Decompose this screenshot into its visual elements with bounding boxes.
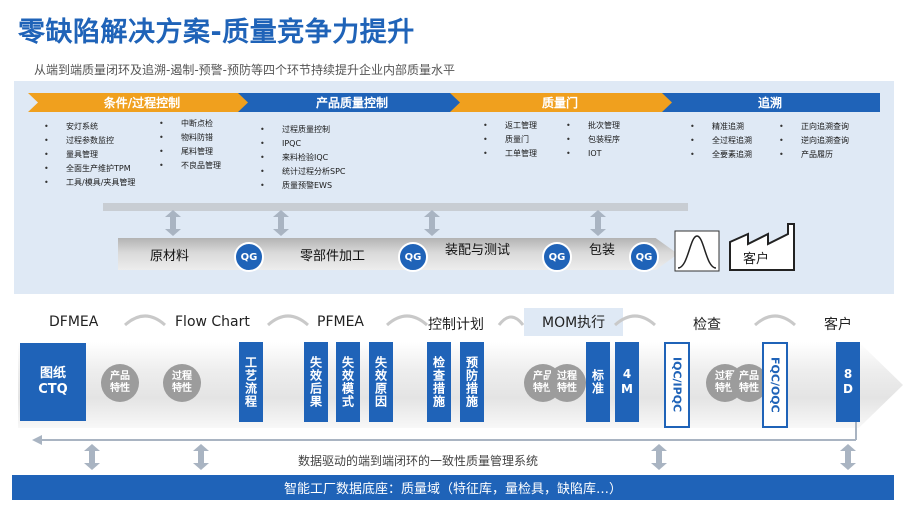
process-char-circle: 过程 特性 [163,364,201,402]
updown-arrow-icon [273,210,289,236]
step-part-machining: 零部件加工 [300,249,366,264]
list-trace-b: 正向追溯查询 逆向追溯查询 产品履历 [779,120,849,162]
step-assembly-test: 装配与测试 [445,243,511,258]
bell-curve-icon [674,230,720,272]
list-item: 批次管理 [566,119,620,133]
qg-badge: QG [234,242,264,272]
inspection-measure-box: 检查措施 [427,342,451,422]
cycle-arrow-icon [753,314,797,327]
qg-badge: QG [398,242,428,272]
cycle-arrow-icon [613,314,657,327]
step-raw-material: 原材料 [150,249,190,264]
list-item: 质量门 [483,133,537,147]
list-item: 统计过程分析SPC [260,165,345,179]
stage-inspection: 检查 [693,317,721,333]
stage-customer: 客户 [824,317,852,333]
cycle-arrow-icon [497,315,525,326]
list-item: 全面生产维护TPM [44,162,135,176]
list-item: 过程参数监控 [44,134,135,148]
drawing-ctq-box: 图纸 CTQ [20,343,86,421]
failure-cause-box: 失效原因 [369,342,393,422]
failure-result-box: 失效后果 [304,342,328,422]
updown-arrow-icon [165,210,181,236]
process-flow-box: 工艺流程 [239,342,263,422]
list-item: 物料防错 [159,131,221,145]
failure-mode-box: 失效模式 [336,342,360,422]
list-condition-a: 安灯系统 过程参数监控 量具管理 全面生产维护TPM 工具/模具/夹具管理 [44,120,136,190]
list-item: 全过程追溯 [690,134,752,148]
chevron-4 [662,93,880,112]
cycle-arrow-icon [385,314,429,327]
chevron-header-bar [28,93,880,112]
connector-bar [103,203,688,211]
feedback-loop-arrow [32,422,857,445]
flow-customer-label: 客户 [743,252,770,267]
header-quality-gate: 质量门 [541,96,578,110]
list-item: 中断点检 [159,117,221,131]
list-item: IOT [566,147,620,161]
product-char-circle: 产品 特性 [101,364,139,402]
iqc-ipqc-box: IQC/IPQC [664,342,690,428]
list-item: 精准追溯 [690,120,752,134]
list-item: 尾料管理 [159,145,221,159]
list-item: 正向追溯查询 [779,120,849,134]
list-quality-gate-a: 返工管理 质量门 工单管理 [483,119,537,161]
step-packaging: 包装 [589,243,616,258]
list-item: 来料检验IQC [260,151,346,165]
list-item: 包装程序 [566,133,620,147]
process-char-circle: 过程 特性 [548,364,586,402]
list-item: 返工管理 [483,119,537,133]
page-subtitle: 从端到端质量闭环及追溯-遏制-预警-预防等四个环节持续提升企业内部质量水平 [34,63,455,77]
stage-control-plan: 控制计划 [428,317,484,333]
product-char-circle: 产品 特性 [730,364,768,402]
data-loop-caption: 数据驱动的端到端闭环的一致性质量管理系统 [298,454,539,468]
factory-icon [729,223,795,271]
list-item: 质量预警EWS [260,179,346,193]
updown-arrow-icon [84,444,100,470]
updown-arrow-icon [840,444,856,470]
stage-pfmea: PFMEA [317,314,364,330]
stage-dfmea: DFMEA [49,314,99,330]
list-item: 逆向追溯查询 [779,134,849,148]
chevron-1 [28,93,252,112]
list-item: 产品履历 [779,148,849,162]
qg-badge: QG [629,242,659,272]
qg-badge: QG [542,242,572,272]
cycle-arrow-icon [266,314,310,327]
list-trace-a: 精准追溯 全过程追溯 全要素追溯 [690,120,752,162]
chevron-2 [238,93,464,112]
cycle-arrow-icon [123,314,167,327]
header-condition-control: 条件/过程控制 [103,96,181,110]
stage-flow-chart: Flow Chart [175,314,250,330]
list-quality-gate-b: 批次管理 包装程序 IOT [566,119,620,161]
header-product-quality: 产品质量控制 [315,96,388,110]
fqc-oqc-box: FQC/OQC [762,342,788,428]
list-item: 工具/模具/夹具管理 [44,176,136,190]
prevention-measure-box: 预防措施 [460,342,484,422]
eight-d-box: 8D [836,342,860,422]
updown-arrow-icon [590,210,606,236]
chevron-3 [450,93,676,112]
list-item: 安灯系统 [44,120,135,134]
updown-arrow-icon [651,444,667,470]
updown-arrow-icon [193,444,209,470]
updown-arrow-icon [424,210,440,236]
four-m-box: 4M [615,342,639,422]
list-item: 工单管理 [483,147,537,161]
list-item: IPQC [260,137,346,151]
list-item: 过程质量控制 [260,123,346,137]
data-foundation-bar: 智能工厂数据底座：质量域（特征库，量检具，缺陷库…） [12,475,894,500]
list-product-quality: 过程质量控制 IPQC 来料检验IQC 统计过程分析SPC 质量预警EWS [260,123,346,193]
header-traceability: 追溯 [757,96,782,110]
list-item: 量具管理 [44,148,135,162]
list-item: 不良品管理 [159,159,221,173]
standard-box: 标准 [586,342,610,422]
list-item: 全要素追溯 [690,148,752,162]
list-condition-b: 中断点检 物料防错 尾料管理 不良品管理 [159,117,221,173]
stage-mom: MOM执行 [524,308,624,336]
page-title: 零缺陷解决方案-质量竞争力提升 [18,17,415,48]
